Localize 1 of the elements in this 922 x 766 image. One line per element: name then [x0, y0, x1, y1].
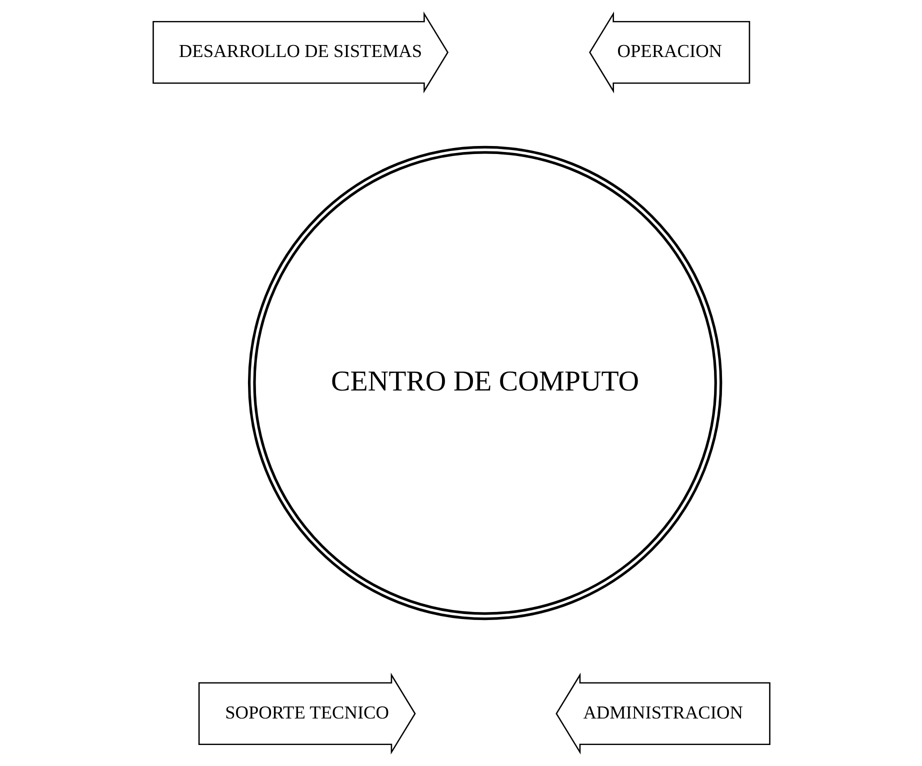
- node-circle: CENTRO DE COMPUTO: [247, 146, 722, 620]
